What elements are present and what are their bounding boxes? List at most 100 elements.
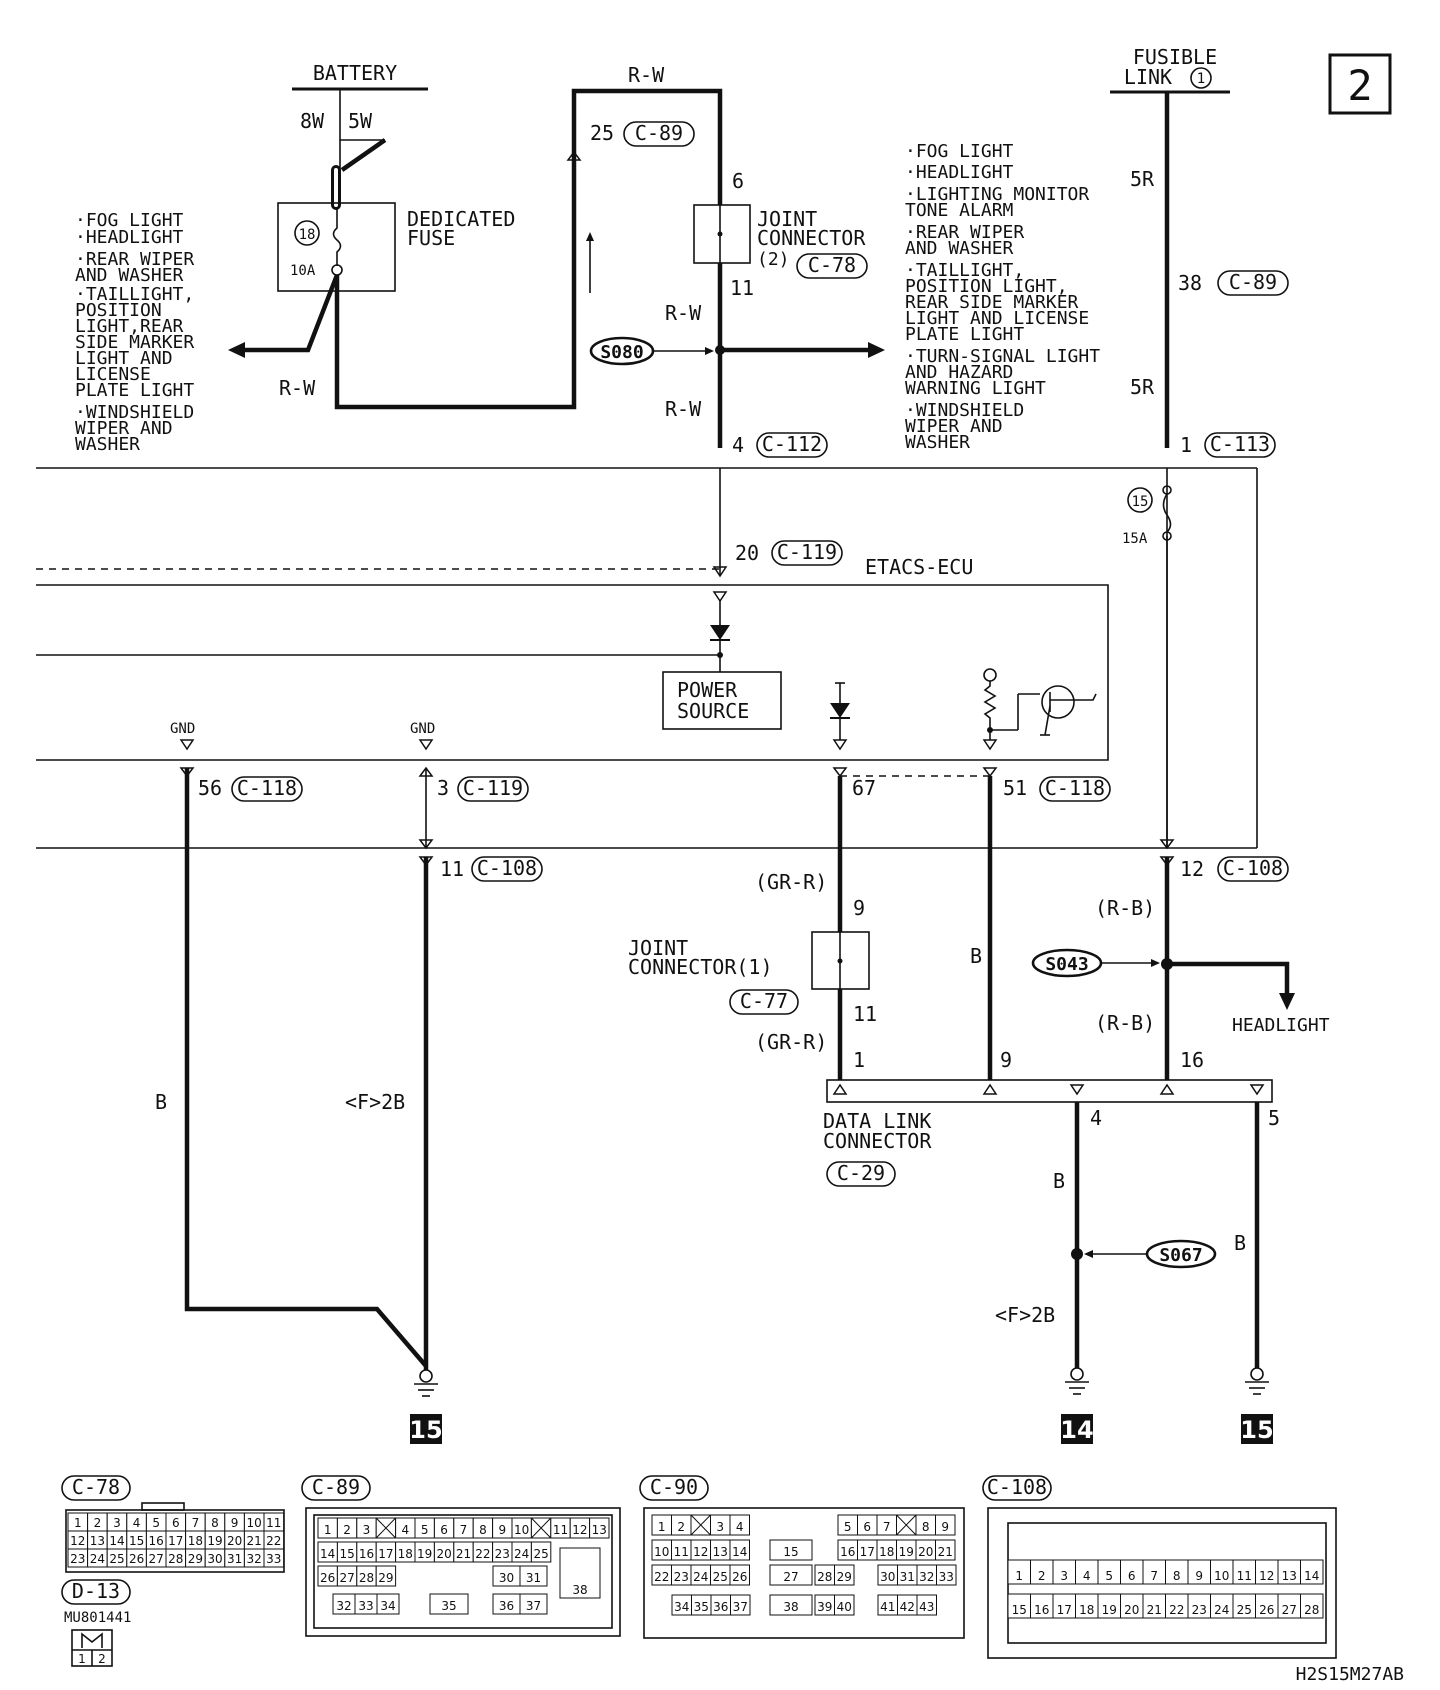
fusible-link-label-1: FUSIBLE xyxy=(1133,45,1217,69)
right-load-5: AND WASHER xyxy=(905,238,1014,259)
view-c108-pin-label: 22 xyxy=(1169,1603,1184,1617)
right-load-4: ·REAR WIPER xyxy=(905,222,1024,243)
view-d13-title: D-13 xyxy=(72,1579,120,1603)
view-c90-cell xyxy=(936,1564,957,1586)
wire-rw-fuse: R-W xyxy=(279,376,316,400)
view-c89-pin-label: 28 xyxy=(359,1571,374,1585)
view-c89-pin-label: 7 xyxy=(460,1523,468,1537)
right-load-14: ·WINDSHIELD xyxy=(905,400,1024,421)
power-source-2: SOURCE xyxy=(677,699,749,723)
fusible-link-label-2: LINK xyxy=(1124,65,1172,89)
view-c108-cell xyxy=(1300,1559,1324,1585)
view-c90-cell xyxy=(729,1539,750,1561)
view-c78-pin-label: 23 xyxy=(70,1552,85,1566)
wire-b-dlc4: B xyxy=(1053,1169,1065,1193)
ground-wire-56: 56 C-118 B xyxy=(155,767,428,1368)
view-c90-pin-label: 42 xyxy=(900,1600,915,1614)
view-c108-pin-label: 14 xyxy=(1304,1569,1319,1583)
page-number: 2 xyxy=(1347,61,1372,110)
view-d13-part: MU801441 xyxy=(64,1610,131,1626)
battery-wire-8w: 8W xyxy=(300,109,325,133)
view-c90-pin-label: 40 xyxy=(837,1600,852,1614)
pin-11-joint1: 11 xyxy=(853,1002,877,1026)
ecu-input-20: 20 C-119 xyxy=(36,540,843,578)
left-load-12: WIPER AND xyxy=(75,418,173,439)
left-load-3: AND WASHER xyxy=(75,265,184,286)
view-c78-pin-label: 11 xyxy=(266,1516,281,1530)
wire-b-dlc5: B xyxy=(1234,1231,1246,1255)
view-c90-pin-label: 13 xyxy=(713,1545,728,1559)
view-c89-cell xyxy=(519,1593,548,1615)
view-c89-pin-label: 23 xyxy=(495,1547,510,1561)
joint2-label-3: (2) xyxy=(757,249,790,270)
dlc-id: C-29 xyxy=(837,1161,885,1185)
view-c89-blank-pin xyxy=(531,1517,552,1539)
conn-c118-ref-1: C-118 xyxy=(237,776,297,800)
view-c89-pin-label: 29 xyxy=(378,1571,393,1585)
joint2-label-1: JOINT xyxy=(757,207,817,231)
view-c108-pin-label: 3 xyxy=(1060,1569,1068,1583)
view-c90-pin-label: 8 xyxy=(922,1520,930,1534)
right-load-3: TONE ALARM xyxy=(905,200,1014,221)
view-c78-pin-label: 24 xyxy=(90,1552,105,1566)
view-c89-pin-label: 9 xyxy=(498,1523,506,1537)
pin-56: 56 xyxy=(198,776,222,800)
right-load-8: REAR SIDE MARKER xyxy=(905,292,1079,313)
view-c90-cell xyxy=(769,1564,813,1586)
view-c108-pin-label: 15 xyxy=(1012,1603,1027,1617)
view-c108-pin-label: 13 xyxy=(1282,1569,1297,1583)
pin-11-c108: 11 xyxy=(440,857,464,881)
view-c108-pin-label: 9 xyxy=(1195,1569,1203,1583)
right-load-9: LIGHT AND LICENSE xyxy=(905,308,1089,329)
view-c78-pin-label: 19 xyxy=(207,1534,222,1548)
view-c90-pin-label: 28 xyxy=(817,1570,832,1584)
view-c108-pin-label: 18 xyxy=(1079,1603,1094,1617)
view-c89-blank-pin xyxy=(375,1517,396,1539)
left-load-1: ·HEADLIGHT xyxy=(75,227,184,248)
view-c89-pin-label: 1 xyxy=(324,1523,332,1537)
ground-15-right: 15 xyxy=(1240,1367,1274,1444)
view-c78-pin-label: 22 xyxy=(266,1534,281,1548)
pin-25: 25 xyxy=(590,121,614,145)
drawing-code: H2S15M27AB xyxy=(1296,1664,1404,1685)
view-c89-pin-label: 12 xyxy=(572,1523,587,1537)
view-c90-cell xyxy=(935,1514,956,1536)
view-c89-pin-label: 13 xyxy=(592,1523,607,1537)
right-load-6: ·TAILLIGHT, xyxy=(905,260,1024,281)
view-c78-pin-label: 33 xyxy=(266,1552,281,1566)
view-c89-pin-label: 25 xyxy=(533,1547,548,1561)
conn-c119-ref-2: C-119 xyxy=(463,776,523,800)
view-c89-cell xyxy=(589,1517,610,1539)
view-c78-pin-label: 29 xyxy=(188,1552,203,1566)
right-load-15: WIPER AND xyxy=(905,416,1003,437)
joint-connector-2: 6 11 JOINT CONNECTOR (2) C-78 R-W R-W S0… xyxy=(589,169,885,458)
right-loads-list: ·FOG LIGHT ·HEADLIGHT ·LIGHTING MONITOR … xyxy=(905,141,1100,453)
view-c78-pin-label: 3 xyxy=(113,1516,121,1530)
ground-15-right-num: 15 xyxy=(1240,1416,1273,1444)
view-c90-pin-label: 24 xyxy=(693,1570,708,1584)
view-c108-pin-label: 8 xyxy=(1173,1569,1181,1583)
view-c90-cell xyxy=(729,1564,750,1586)
left-load-13: WASHER xyxy=(75,434,140,455)
view-c90-pin-label: 36 xyxy=(713,1600,728,1614)
view-c78-pin-label: 15 xyxy=(129,1534,144,1548)
fuse-15-number: 15 xyxy=(1132,494,1149,510)
view-c90-pin-label: 38 xyxy=(783,1600,798,1614)
view-c78-pin-label: 20 xyxy=(227,1534,242,1548)
left-load-feed: R-W R-W xyxy=(228,63,723,410)
power-source-1: POWER xyxy=(677,678,738,702)
battery-label: BATTERY xyxy=(313,61,397,85)
view-c90-cell xyxy=(834,1564,855,1586)
view-c90-cell xyxy=(729,1514,750,1536)
view-c108-pin-label: 26 xyxy=(1259,1603,1274,1617)
view-c78-pin-label: 4 xyxy=(133,1516,141,1530)
view-c90-cell xyxy=(769,1594,813,1616)
wire-rw-lower: R-W xyxy=(665,397,702,421)
right-load-11: ·TURN-SIGNAL LIGHT xyxy=(905,346,1100,367)
view-c78-pin-label: 31 xyxy=(227,1552,242,1566)
view-c89-title: C-89 xyxy=(312,1475,360,1499)
view-c90-cell xyxy=(769,1539,813,1561)
view-c89-pin-label: 20 xyxy=(436,1547,451,1561)
